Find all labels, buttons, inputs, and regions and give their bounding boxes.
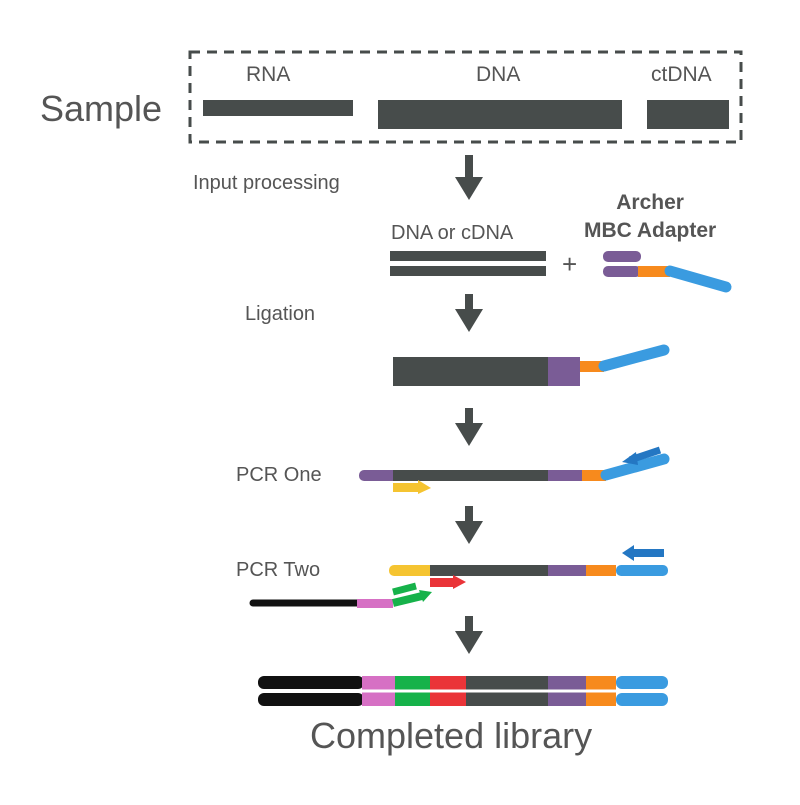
pcr-two-adapter-primer [249,582,432,608]
down-arrow-icon [455,155,483,200]
sample-title: Sample [40,88,163,129]
dna-strand [378,100,622,129]
pcr-one-label: PCR One [236,464,322,486]
sample-box [188,50,743,144]
source-rna-label: RNA [246,63,291,86]
dna-or-cdna-label: DNA or cDNA [391,222,514,244]
pcr-two-template [389,565,668,576]
rna-strand [203,100,353,116]
adapter-label: Archer MBC Adapter [584,189,716,245]
pcr-two-red-primer [430,575,466,589]
pcr-one-template [359,453,670,481]
adapter-label-line2: MBC Adapter [584,219,717,242]
completed-library-label: Completed library [310,715,593,756]
pcr-two-label: PCR Two [236,559,321,581]
down-arrow-icon [455,616,483,654]
pcr-two-primer-reverse [622,545,664,561]
ctdna-strand [647,100,729,129]
adapter-label-line1: Archer [616,191,684,214]
mbc-adapter [603,251,732,293]
source-ctdna-label: ctDNA [651,63,712,86]
completed-library [258,676,668,706]
down-arrow-icon [455,506,483,544]
down-arrow-icon [455,408,483,446]
input-processing-label: Input processing [193,172,340,194]
input-double-strand [390,251,546,276]
ligation-product [393,344,670,386]
plus-sign: + [562,249,578,279]
source-dna-label: DNA [476,63,521,86]
down-arrow-icon [455,294,483,332]
ligation-label: Ligation [245,303,316,325]
pcr-one-primer-reverse [622,446,662,465]
pcr-one-primer-forward [393,480,431,494]
